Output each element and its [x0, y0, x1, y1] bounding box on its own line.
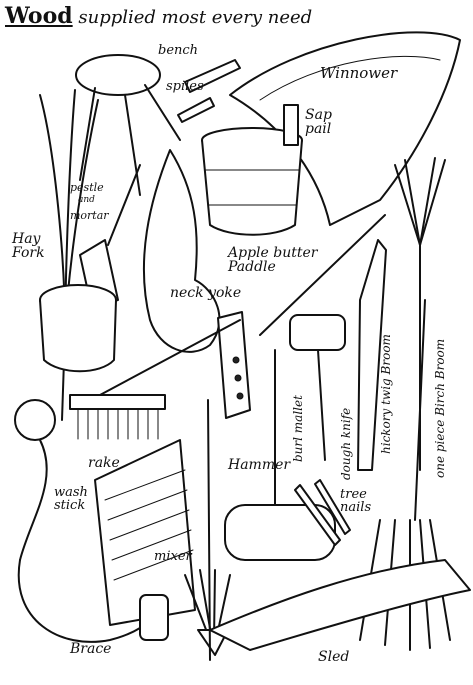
apple-butter-paddle-drawing — [217, 214, 386, 419]
label-burl-mallet: burl mallet — [291, 395, 305, 462]
label-hickory-broom: hickory twig Broom — [379, 334, 393, 454]
label-winnower: Winnower — [320, 64, 398, 82]
wash-stick-drawing — [14, 399, 196, 626]
sap-pail-drawing — [201, 104, 303, 236]
spiles-drawing — [177, 59, 241, 123]
label-brace: Brace — [70, 641, 112, 657]
hickory-broom-drawing — [394, 157, 446, 471]
pestle-mortar-drawing — [39, 164, 141, 373]
label-rake: rake — [88, 455, 120, 471]
label-wash-stick: wash stick — [54, 485, 88, 513]
dough-knife-drawing — [357, 239, 387, 471]
neck-yoke-drawing — [142, 149, 221, 353]
label-hammer: Hammer — [228, 457, 291, 473]
rake-drawing — [69, 319, 241, 440]
label-apple-butter-paddle: Apple butter Paddle — [228, 245, 318, 275]
label-neck-yoke: neck yoke — [170, 285, 242, 301]
winnower-drawing — [229, 31, 461, 226]
label-birch-broom: one piece Birch Broom — [433, 338, 447, 478]
tree-nails-drawing — [294, 479, 351, 546]
burl-mallet-drawing — [289, 314, 346, 461]
label-tree-nails: tree nails — [340, 487, 372, 515]
title-rest: supplied most every need — [78, 7, 313, 28]
label-mixer: mixer — [154, 549, 192, 564]
sled-drawing — [209, 559, 471, 651]
label-spiles: spiles — [166, 79, 204, 94]
label-dough-knife: dough knife — [339, 407, 353, 480]
label-sap-pail: Sap pail — [305, 107, 332, 137]
label-pestle: pestle — [70, 181, 104, 194]
mixer-drawing — [184, 399, 231, 661]
label-and: and — [78, 195, 95, 205]
label-bench: bench — [158, 43, 199, 58]
label-hay-fork: Hay Fork — [12, 231, 45, 261]
bench-drawing — [75, 54, 181, 196]
label-sled: Sled — [318, 649, 350, 665]
brace-drawing — [17, 559, 169, 643]
label-mortar: mortar — [70, 209, 109, 222]
hammer-drawing — [224, 349, 336, 561]
title: Wood supplied most every need — [5, 5, 312, 27]
title-initial: Wood — [5, 3, 73, 29]
